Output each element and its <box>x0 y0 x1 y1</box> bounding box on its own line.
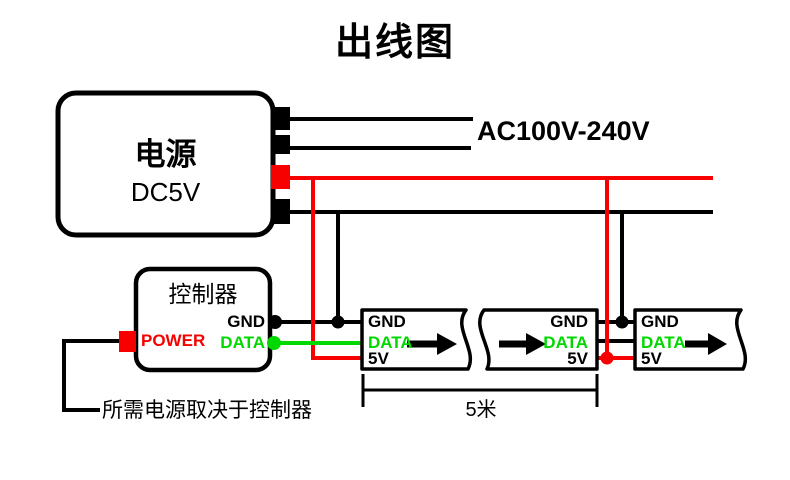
strip2-data-label: DATA <box>543 333 588 352</box>
dimension-line <box>361 374 599 407</box>
strip2-5v-label: 5V <box>567 349 588 368</box>
direction-arrow-3 <box>685 333 727 355</box>
power-supply-label: 电源 <box>134 137 197 172</box>
strip2-gnd-label: GND <box>550 312 588 331</box>
controller-power-terminal <box>119 331 136 352</box>
strip1-gnd-label: GND <box>368 312 406 331</box>
strip3-5v-label: 5V <box>641 349 662 368</box>
controller-data-pin-dot <box>267 336 281 350</box>
strip1-data-label: DATA <box>368 333 413 352</box>
controller-gnd-pin-dot <box>268 315 282 329</box>
controller-label: 控制器 <box>168 281 238 307</box>
power-supply-voltage: DC5V <box>130 177 201 207</box>
v5-junction-dot <box>600 351 614 365</box>
gnd-junction-dot-1 <box>331 315 345 329</box>
led-strip-segment-2 <box>478 308 599 371</box>
controller-gnd-label: GND <box>227 312 265 331</box>
controller-data-label: DATA <box>220 333 265 352</box>
controller-power-label: POWER <box>141 331 206 350</box>
dc-positive-terminal <box>271 165 290 189</box>
power-supply-box <box>55 90 276 238</box>
direction-arrow-1 <box>407 333 457 355</box>
v5-drop-wire-1 <box>311 178 362 360</box>
page-title: 出线图 <box>334 22 455 64</box>
dimension-label: 5米 <box>465 399 497 421</box>
ac-terminal-1 <box>271 107 290 130</box>
power-note-wire <box>62 339 119 412</box>
power-note: 所需电源取决于控制器 <box>102 399 312 422</box>
strip3-gnd-label: GND <box>641 312 679 331</box>
led-strip-segment-1 <box>360 308 472 371</box>
strip1-5v-label: 5V <box>368 349 389 368</box>
led-strip-segment-3 <box>633 308 747 371</box>
strip3-data-label: DATA <box>641 333 686 352</box>
gnd-junction-dot-2 <box>615 315 629 329</box>
ac-input-label: AC100V-240V <box>477 116 650 146</box>
dc-negative-terminal <box>271 199 290 224</box>
direction-arrow-2 <box>499 333 546 355</box>
ac-terminal-2 <box>271 135 290 154</box>
